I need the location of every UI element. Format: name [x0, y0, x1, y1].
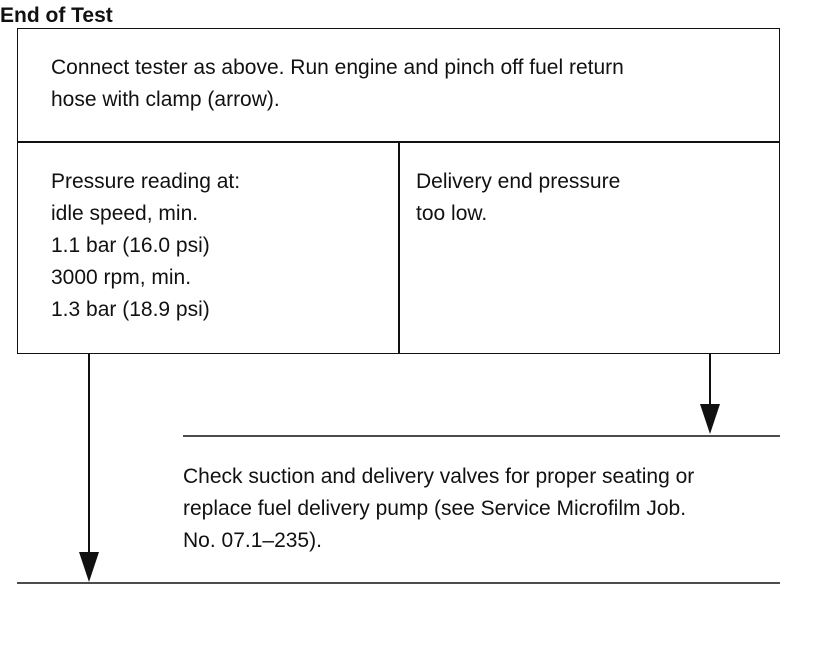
remedy-text: Check suction and delivery valves for pr…: [183, 465, 695, 552]
fail-condition-text: Delivery end pressure too low.: [416, 170, 621, 225]
pass-condition-text: Pressure reading at: idle speed, min. 1.…: [51, 170, 241, 321]
end-of-test-label: End of Test: [0, 4, 113, 27]
fail-condition-box: [398, 141, 780, 354]
pass-arrowhead: [79, 552, 99, 582]
instruction-text: Connect tester as above. Run engine and …: [51, 56, 624, 111]
fail-arrowhead: [700, 404, 720, 434]
pass-condition-box: [17, 141, 400, 354]
